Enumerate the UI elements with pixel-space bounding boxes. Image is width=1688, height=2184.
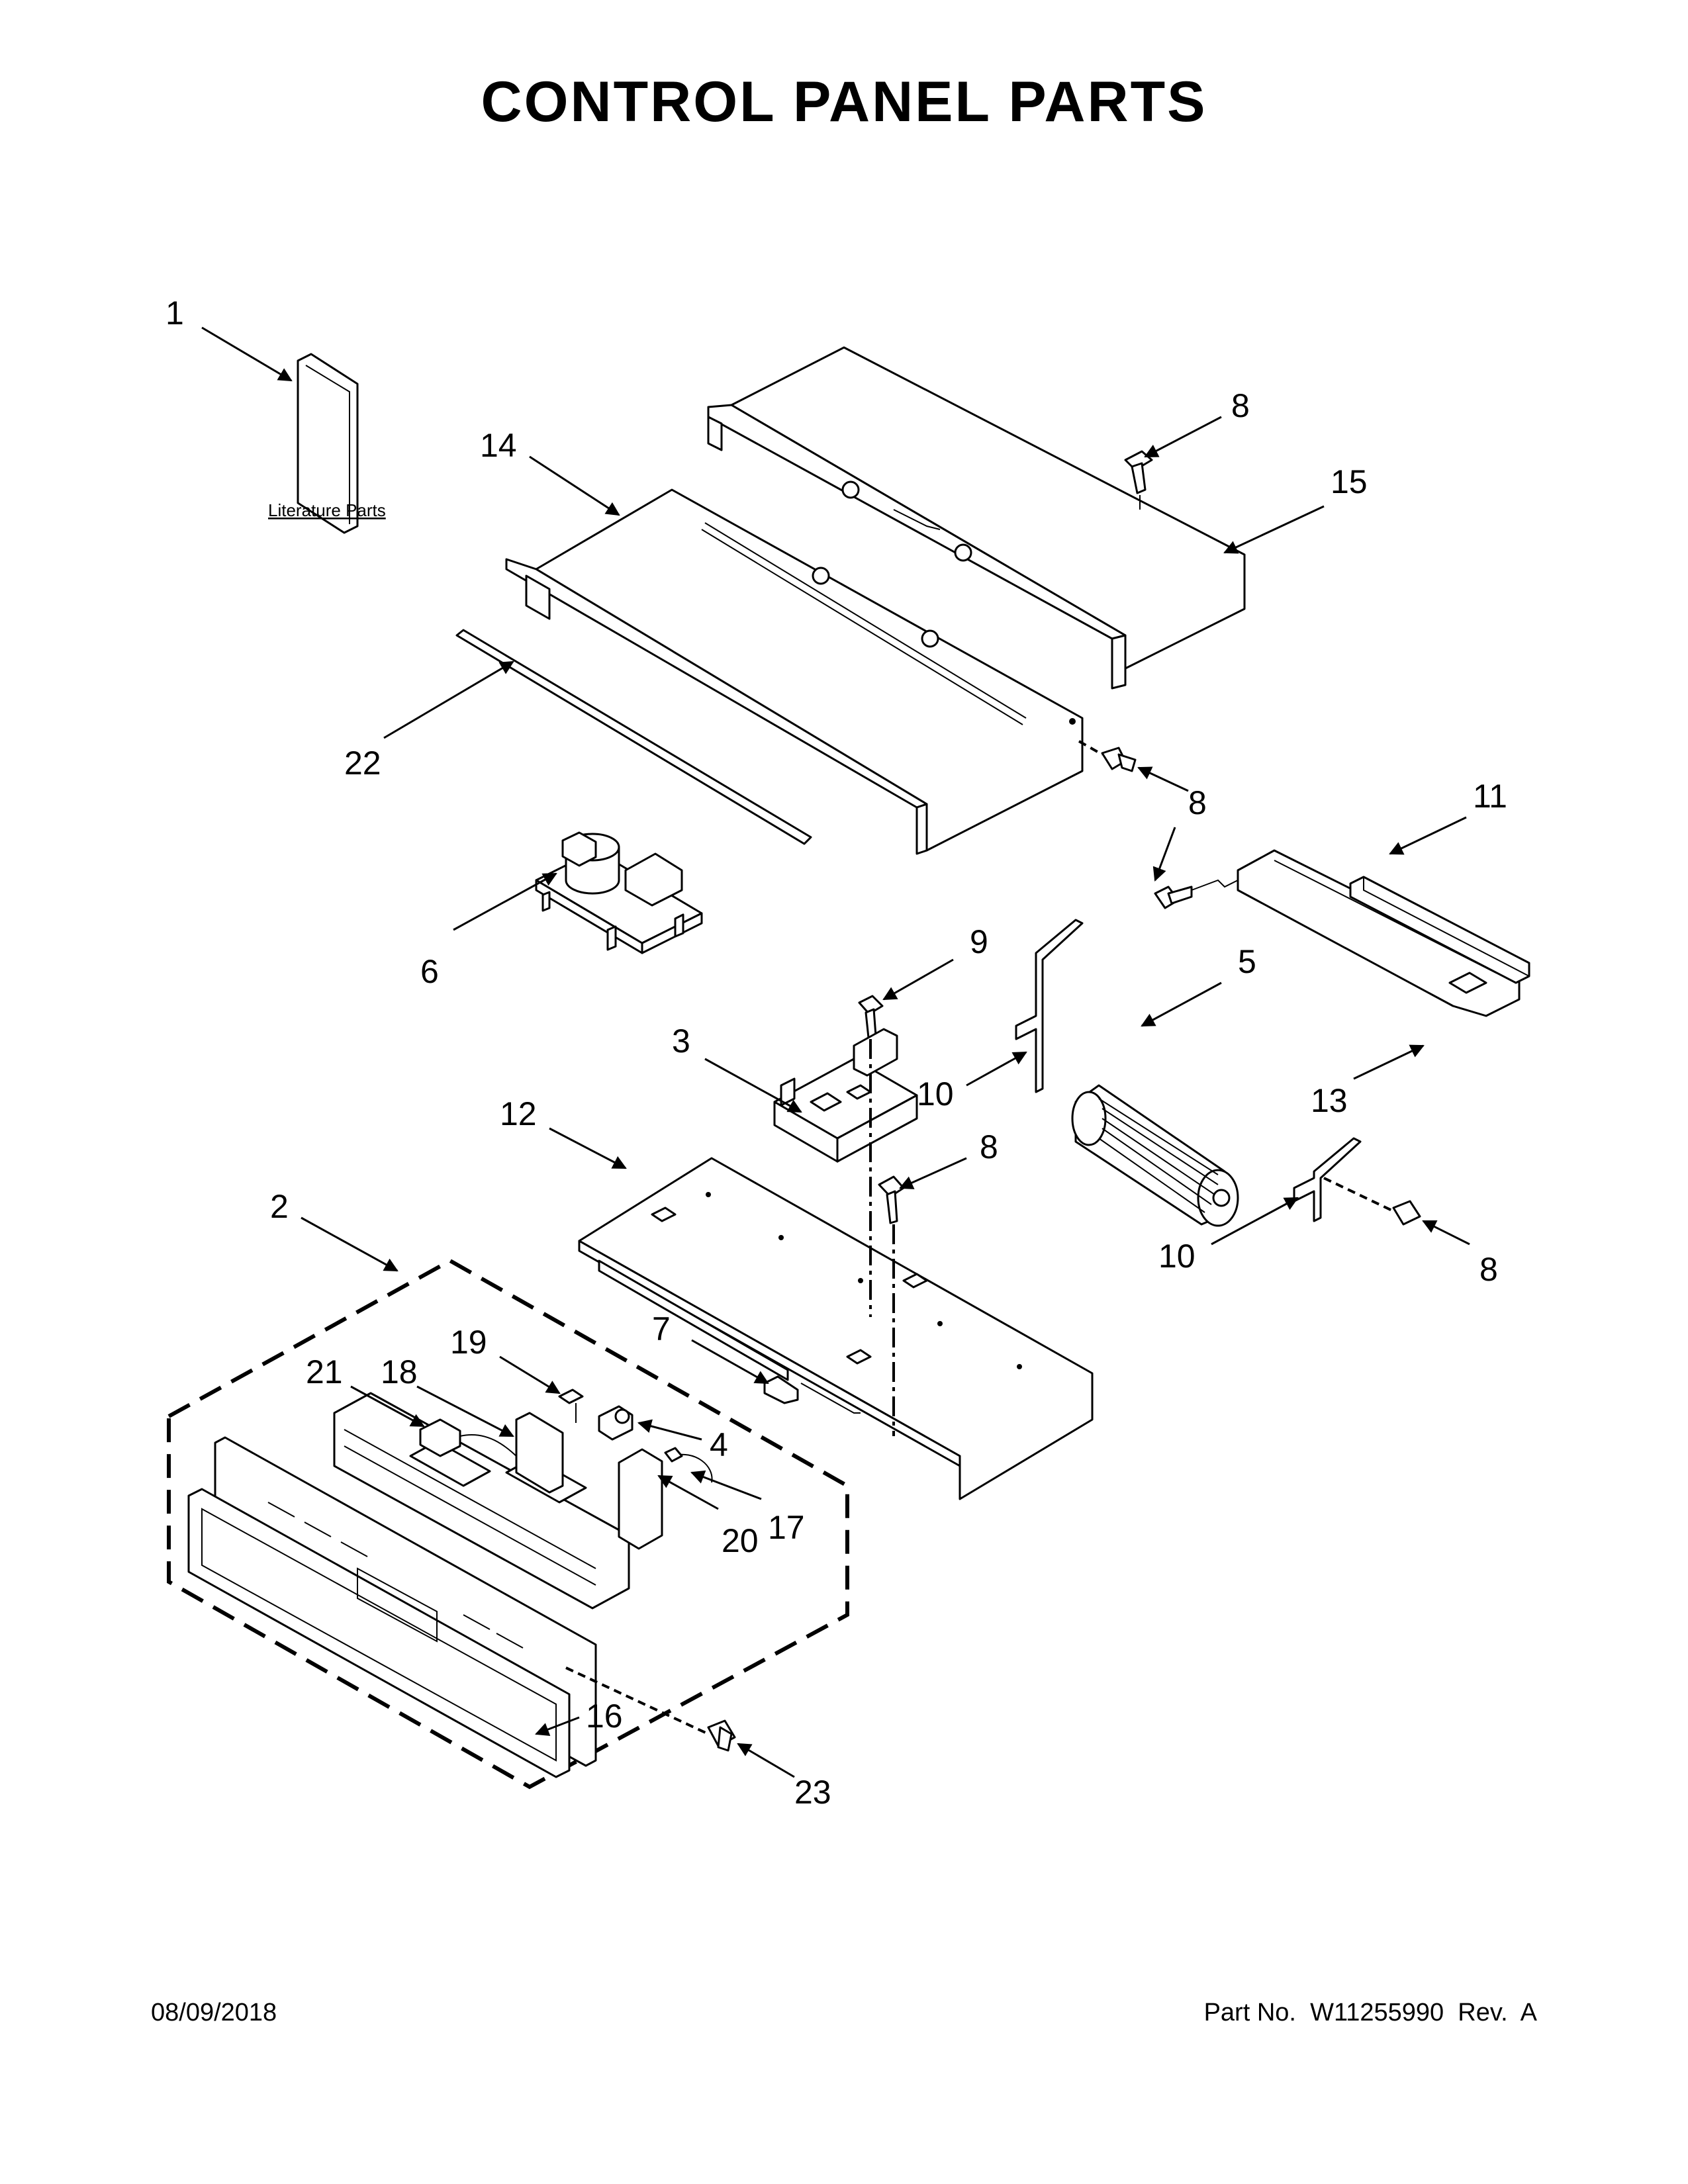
- callout-8: 8: [1188, 784, 1207, 821]
- callout-2: 2: [270, 1188, 289, 1225]
- callout-6: 6: [420, 953, 439, 990]
- callout-9: 9: [970, 923, 988, 960]
- part-14-chassis: [505, 488, 1084, 855]
- part-4-component: [598, 1405, 633, 1441]
- callout-21: 21: [306, 1353, 343, 1390]
- callout-7: 7: [652, 1310, 671, 1347]
- part-5-cooling-fan: [1071, 1084, 1239, 1227]
- callout-3: 3: [672, 1023, 690, 1060]
- literature-parts-label: Literature Parts: [268, 500, 386, 520]
- callout-8: 8: [1231, 387, 1250, 424]
- callout-16: 16: [586, 1698, 623, 1735]
- part-10-hanger-lower: [1293, 1137, 1362, 1222]
- footer-date: 08/09/2018: [151, 1999, 277, 2026]
- part-20-board: [618, 1448, 663, 1550]
- part-16-control-panel-frame: [187, 1436, 597, 1778]
- callout-15: 15: [1331, 463, 1368, 500]
- callout-13: 13: [1311, 1082, 1348, 1119]
- callout-8: 8: [980, 1128, 998, 1165]
- part-8-screw-mid: [878, 1175, 905, 1224]
- part-23-screw: [565, 1666, 736, 1752]
- part-3-relay-board: [773, 1028, 918, 1163]
- part-8-screw-chassis: [1078, 740, 1137, 772]
- part-12-lower-plate: [578, 1157, 1094, 1500]
- part-18-bracket: [515, 1412, 564, 1494]
- callout-20: 20: [722, 1522, 759, 1559]
- leader-lines: [201, 326, 1470, 1778]
- part-11-strip: [1349, 876, 1530, 984]
- callout-5: 5: [1238, 943, 1256, 980]
- part-8-screw-right: [1323, 1177, 1421, 1226]
- callout-4: 4: [710, 1426, 728, 1463]
- callout-17: 17: [768, 1509, 805, 1546]
- literature-booklet: [297, 353, 359, 534]
- callout-12: 12: [500, 1095, 537, 1132]
- page-title: CONTROL PANEL PARTS: [481, 70, 1207, 134]
- callout-23: 23: [794, 1774, 831, 1811]
- part-6-power-board: [535, 831, 703, 954]
- callout-10: 10: [917, 1075, 954, 1113]
- callout-22: 22: [344, 745, 381, 782]
- part-15-top-cover: [707, 346, 1246, 690]
- part-17-wire: [664, 1447, 713, 1483]
- part-10-hanger-upper: [1015, 919, 1084, 1093]
- callout-18: 18: [381, 1353, 418, 1390]
- callout-10: 10: [1158, 1238, 1196, 1275]
- part-2-assembly-outline: [167, 1258, 849, 1790]
- callout-8: 8: [1479, 1251, 1498, 1288]
- callout-19: 19: [450, 1324, 487, 1361]
- callout-14: 14: [480, 427, 517, 464]
- part-22-gasket-strip: [455, 629, 812, 845]
- footer-part-number: Part No. W11255990 Rev. A: [1203, 1999, 1537, 2026]
- callout-1: 1: [165, 295, 184, 332]
- callout-11: 11: [1473, 778, 1507, 815]
- part-19-clip: [558, 1388, 584, 1423]
- part-8-screw-bracket: [1154, 886, 1193, 909]
- part-9-screw: [858, 995, 884, 1039]
- part-7-bracket: [763, 1375, 799, 1404]
